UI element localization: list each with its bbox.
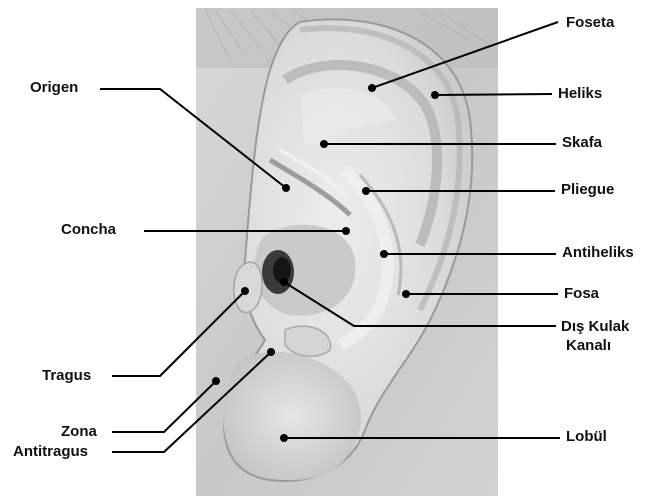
label-foseta: Foseta bbox=[566, 14, 614, 32]
label-zona: Zona bbox=[61, 423, 97, 441]
label-origen: Origen bbox=[30, 79, 78, 97]
label-dis-kulak-kanali-line1: Dış Kulak bbox=[561, 318, 629, 336]
label-lobul: Lobül bbox=[566, 428, 607, 446]
leader-heliks bbox=[435, 94, 552, 95]
label-fosa: Fosa bbox=[564, 285, 599, 303]
label-tragus: Tragus bbox=[42, 367, 91, 385]
label-concha: Concha bbox=[61, 221, 116, 239]
label-dis-kulak-kanali-line2: Kanalı bbox=[566, 337, 611, 355]
label-antiheliks: Antiheliks bbox=[562, 244, 634, 262]
label-pliegue: Pliegue bbox=[561, 181, 614, 199]
label-skafa: Skafa bbox=[562, 134, 602, 152]
label-antitragus: Antitragus bbox=[13, 443, 88, 461]
label-heliks: Heliks bbox=[558, 85, 602, 103]
